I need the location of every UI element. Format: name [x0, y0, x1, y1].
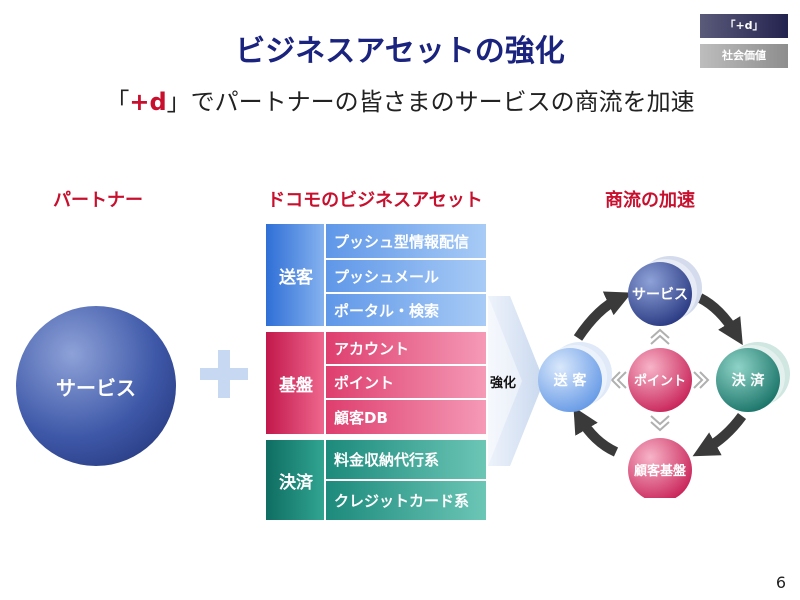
column-heading-assets: ドコモのビジネスアセット [267, 190, 483, 211]
page-subtitle: 「+d」でパートナーの皆さまのサービスの商流を加速 [0, 82, 800, 117]
chevron-right-icon [693, 371, 704, 389]
subtitle-brand: +d [129, 88, 167, 116]
asset-item-credit-card: クレジットカード系 [324, 481, 486, 520]
cycle-node-payment: 決 済 [716, 342, 790, 412]
chevron-left-icon [610, 371, 621, 389]
cycle-label-payment: 決 済 [732, 372, 766, 389]
chevron-down-icon [650, 415, 670, 426]
arrow-icon [573, 291, 632, 341]
subtitle-bracket-open: 「 [105, 88, 130, 116]
chevron-left-icon [616, 371, 627, 389]
divider [324, 479, 486, 481]
strengthen-label: 強化 [490, 376, 517, 391]
chevron-up-icon [650, 334, 670, 345]
asset-item-payment-collection: 料金収納代行系 [324, 440, 486, 479]
plus-icon [200, 350, 248, 398]
tag-plus-d: 「+d」 [700, 14, 788, 38]
chevron-right-icon [699, 371, 710, 389]
asset-item-push-mail: プッシュメール [324, 260, 486, 292]
cycle-label-service: サービス [632, 287, 688, 303]
cycle-node-service: サービス [628, 256, 702, 326]
asset-item-portal-search: ポータル・検索 [324, 294, 486, 326]
asset-item-account: アカウント [324, 332, 486, 364]
inner-chevrons [610, 328, 710, 432]
asset-group-kessai: 決済 [266, 440, 326, 520]
asset-item-push-info: プッシュ型情報配信 [324, 224, 486, 258]
subtitle-bracket-close: 」 [166, 88, 191, 116]
cycle-node-referral: 送 客 [538, 342, 612, 412]
column-heading-commerce: 商流の加速 [605, 190, 695, 211]
divider [324, 364, 486, 366]
divider [324, 258, 486, 260]
page-number: 6 [775, 573, 786, 592]
divider [324, 398, 486, 400]
asset-item-point: ポイント [324, 366, 486, 398]
chevron-up-icon [650, 328, 670, 339]
arrow-icon [697, 293, 743, 346]
commerce-cycle-diagram: サービス 決 済 顧客基盤 送 客 ポイント [538, 256, 790, 498]
arrow-icon [692, 413, 747, 457]
asset-group-sokyaku: 送客 [266, 224, 326, 326]
arrow-icon [573, 406, 619, 457]
cycle-label-referral: 送 客 [553, 372, 588, 389]
cycle-label-point: ポイント [634, 373, 686, 389]
cycle-node-customer-base: 顧客基盤 [628, 438, 692, 498]
chevron-down-icon [650, 421, 670, 432]
partner-service-circle [16, 306, 176, 466]
asset-group-kiban: 基盤 [266, 332, 326, 434]
tag-social-value: 社会価値 [700, 44, 788, 68]
subtitle-text: でパートナーの皆さまのサービスの商流を加速 [190, 88, 695, 116]
divider [324, 292, 486, 294]
partner-service-label: サービス [56, 376, 136, 400]
chevron-right-icon [488, 296, 544, 466]
cycle-arrows [573, 291, 747, 457]
asset-item-customer-db: 顧客DB [324, 400, 486, 434]
page-title: ビジネスアセットの強化 [235, 34, 565, 69]
cycle-label-customer-base: 顧客基盤 [634, 463, 687, 479]
column-heading-partner: パートナー [53, 190, 143, 211]
cycle-node-point: ポイント [628, 348, 692, 412]
